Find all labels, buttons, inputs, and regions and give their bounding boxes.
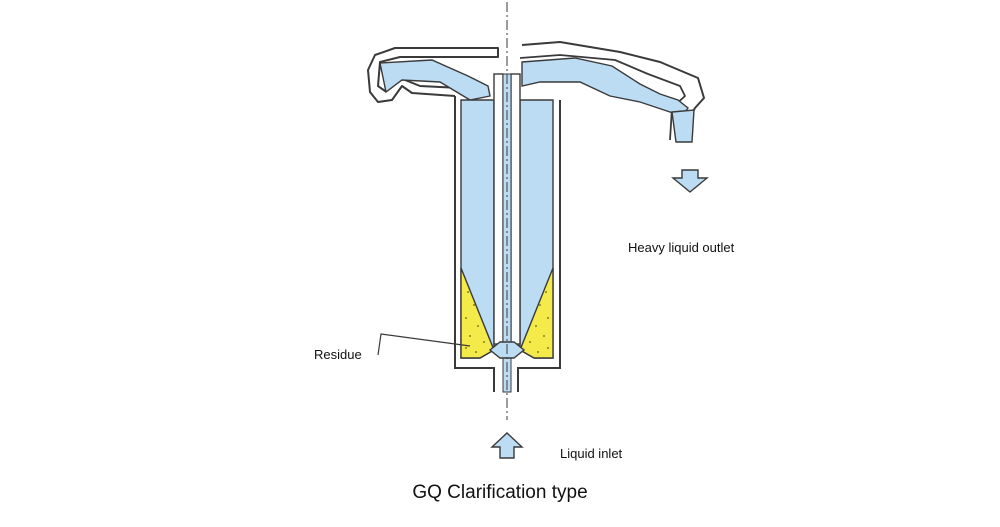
residue-speckles bbox=[465, 291, 549, 353]
spindle-right bbox=[510, 73, 521, 345]
outlet-channel-liquid bbox=[671, 109, 695, 143]
heavy-liquid-outlet-label: Heavy liquid outlet bbox=[628, 240, 735, 255]
spindle-left bbox=[493, 73, 504, 345]
residue-left bbox=[460, 267, 495, 359]
outlet-arrow-icon bbox=[671, 169, 709, 193]
inlet-arrow-icon bbox=[490, 432, 524, 459]
diagram-title: GQ Clarification type bbox=[412, 482, 588, 503]
residue-right bbox=[519, 267, 554, 359]
liquid-inlet-label: Liquid inlet bbox=[560, 446, 623, 461]
bowl-outer-wall bbox=[454, 96, 561, 392]
left-cover-liquid bbox=[379, 59, 491, 101]
residue-label: Residue bbox=[314, 347, 362, 362]
residue-leader-line bbox=[377, 333, 471, 356]
